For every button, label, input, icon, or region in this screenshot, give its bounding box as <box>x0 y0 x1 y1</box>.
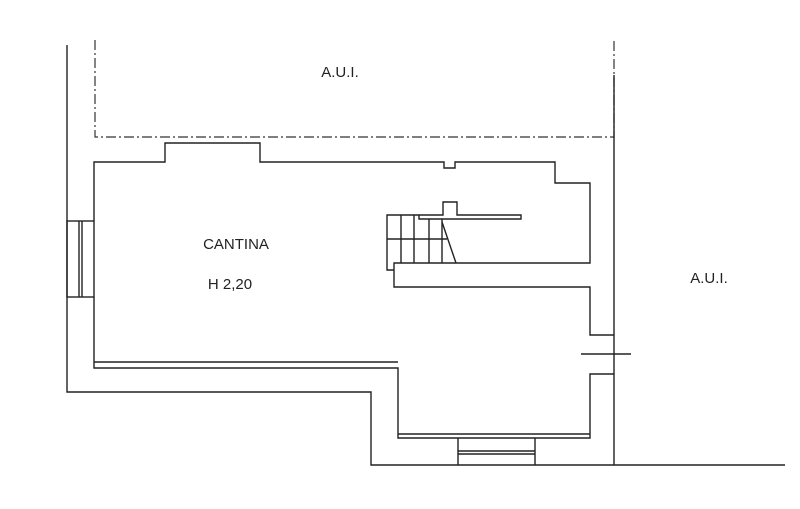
room-name: CANTINA <box>203 236 269 253</box>
adjacent-area-boundary <box>94 40 615 138</box>
outer-walls <box>66 45 785 466</box>
bottom-window <box>457 438 536 465</box>
right-area-label: A.U.I. <box>690 270 728 287</box>
inner-walls <box>93 142 614 439</box>
top-area-label: A.U.I. <box>321 64 359 81</box>
staircase <box>386 201 522 271</box>
room-height: H 2,20 <box>208 276 252 293</box>
left-window <box>66 220 95 298</box>
